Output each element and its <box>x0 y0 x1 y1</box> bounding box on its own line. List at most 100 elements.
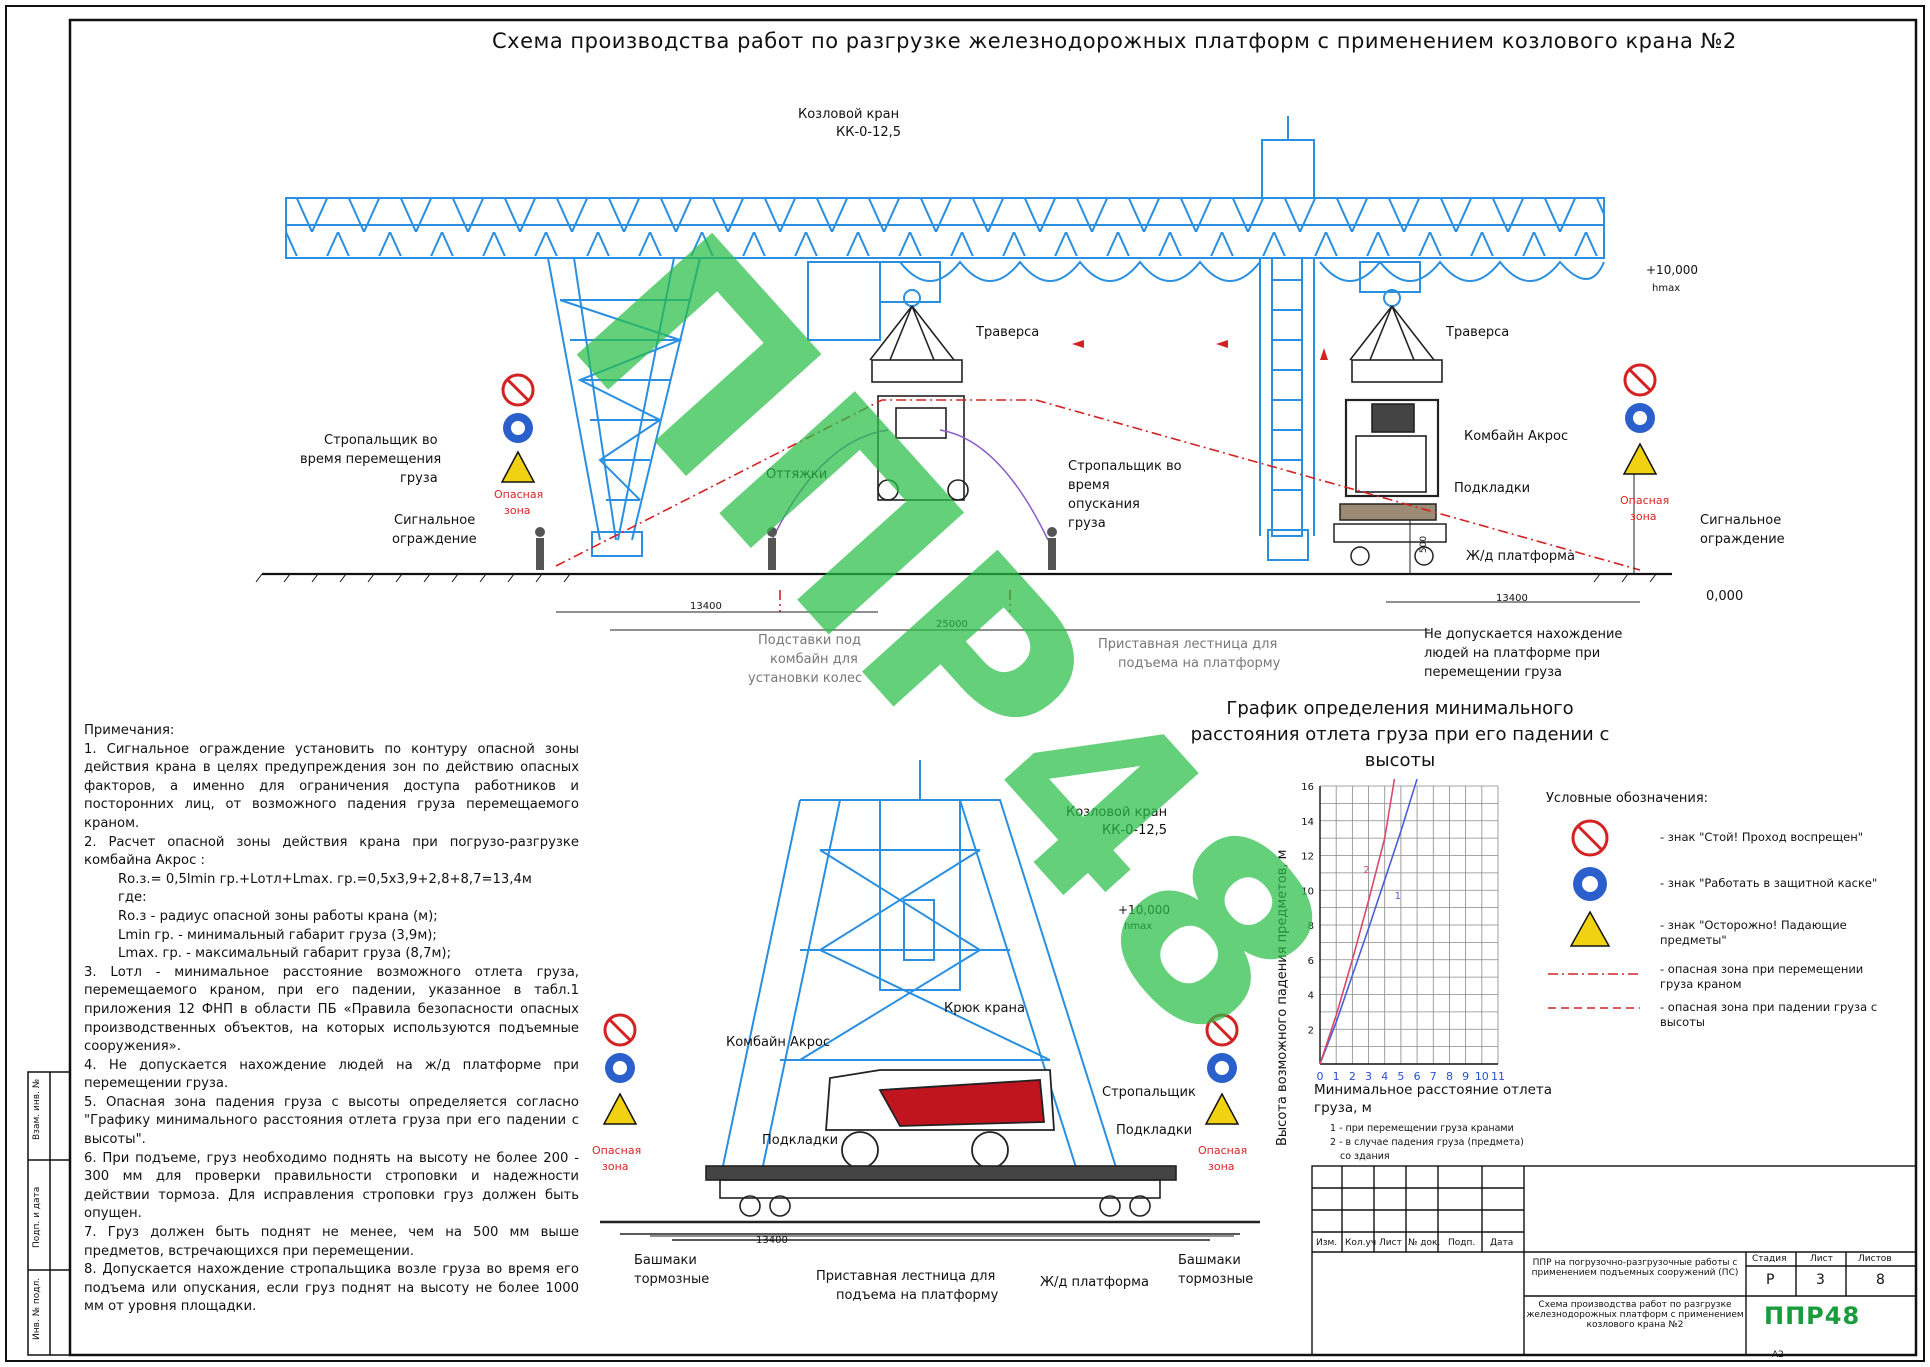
series-label-2: 2 <box>1363 865 1369 876</box>
series-label-1: 1 <box>1395 891 1401 902</box>
series-line-2 <box>1319 778 1396 1065</box>
side-label-1: Взам. инв. № <box>32 1078 42 1140</box>
danger-zone-bl-1: Опасная <box>592 1144 642 1157</box>
shoes-right-2: тормозные <box>1178 1272 1254 1287</box>
signs-bottom-right <box>1204 1013 1240 1125</box>
workers-top <box>535 527 1057 570</box>
combine-left-top <box>869 305 969 501</box>
legend-item-3: - знак "Осторожно! Падающие предметы" <box>1660 918 1847 947</box>
sheet-title: Схема производства работ по разгрузке же… <box>492 29 1737 53</box>
side-label-3: Инв. № подл. <box>32 1277 42 1340</box>
y-tick-label: 16 <box>1301 782 1314 793</box>
podkladki-bottom-right: Подкладки <box>1116 1123 1193 1138</box>
danger-zone-tr-2: зона <box>1630 510 1657 523</box>
legend-item-5: - опасная зона при падении груза с высот… <box>1660 1000 1878 1029</box>
title-block-grid <box>1311 1165 1917 1356</box>
elev-top: +10,000 <box>1646 263 1699 277</box>
ottyazhki-label: Оттяжки <box>766 467 828 482</box>
crane-label-1: Козловой кран <box>798 107 900 122</box>
slinger-lowering-2: время <box>1068 478 1110 493</box>
note-7: 7. Груз должен быть поднят не менее, чем… <box>84 1225 579 1259</box>
crane-label-2: КК-0-12,5 <box>836 125 902 140</box>
hook-label: Крюк крана <box>944 1001 1025 1016</box>
legend-item-4: - опасная зона при перемещении груза кра… <box>1660 962 1864 991</box>
notes-block: Примечания: 1. Сигнальное ограждение уст… <box>84 722 579 1317</box>
dim-500: 500 <box>1419 535 1430 554</box>
note-3: 3. Lотл - минимальное расстояние возможн… <box>84 964 579 1055</box>
x-tick-label: 6 <box>1414 1070 1421 1083</box>
danger-zone-lines-top <box>555 399 1641 612</box>
notes-heading: Примечания: <box>84 723 175 738</box>
tb-project: ППР на погрузочно-разгрузочные работы с … <box>1531 1258 1739 1278</box>
slinger-moving-3: груза <box>400 471 438 486</box>
x-tick-label: 2 <box>1349 1070 1356 1083</box>
note-1: 1. Сигнальное ограждение установить по к… <box>84 741 579 831</box>
graph-xlabel-2: груза, м <box>1314 1100 1372 1116</box>
x-tick-label: 0 <box>1317 1070 1324 1083</box>
signs-bottom-left <box>602 1013 638 1125</box>
hmax-top: hmax <box>1652 283 1681 294</box>
formula-1: Rо.з.= 0,5lmin гр.+Lотл+Lmax. гр.=0,5х3,… <box>118 871 532 887</box>
graph-xlabel-1: Минимальное расстояние отлета <box>1314 1082 1553 1098</box>
tb-format: А2 <box>1772 1350 1784 1360</box>
tb-sheets-h: Листов <box>1858 1254 1892 1264</box>
formula-4: Lmin гр. - минимальный габарит груза (3,… <box>118 927 437 943</box>
y-tick-label: 12 <box>1301 852 1314 863</box>
platform-right-label: Ж/д платформа <box>1466 549 1575 564</box>
note-4: 4. Не допускается нахождение людей на ж/… <box>84 1057 579 1092</box>
elev-bottom: +10,000 <box>1118 903 1171 917</box>
shoes-left-1: Башмаки <box>634 1253 697 1268</box>
tb-col-4: № док. <box>1408 1238 1441 1248</box>
tb-stage-h: Стадия <box>1752 1254 1787 1264</box>
x-tick-label: 4 <box>1381 1070 1388 1083</box>
dim-13400-right: 13400 <box>1496 593 1528 604</box>
ladder-bottom-1: Приставная лестница для <box>816 1269 996 1284</box>
x-tick-label: 9 <box>1462 1070 1469 1083</box>
direction-arrows <box>1072 340 1328 360</box>
signal-fence-right-2: ограждение <box>1700 532 1785 547</box>
x-tick-label: 8 <box>1446 1070 1453 1083</box>
danger-zone-tl-1: Опасная <box>494 488 544 501</box>
graph-note-3: со здания <box>1340 1151 1390 1162</box>
shoes-left-2: тормозные <box>634 1272 710 1287</box>
ppr48-logo: ППР48 <box>1764 1302 1861 1330</box>
danger-zone-br-1: Опасная <box>1198 1144 1248 1157</box>
platform-bottom: Ж/д платформа <box>1040 1275 1149 1290</box>
stands-label-3: установки колес <box>748 671 863 686</box>
x-tick-label: 10 <box>1475 1070 1489 1083</box>
elev-zero: 0,000 <box>1706 589 1744 604</box>
tb-col-6: Дата <box>1490 1238 1514 1248</box>
crane-bottom-2: КК-0-12,5 <box>1102 823 1168 838</box>
combine-right-top <box>1344 305 1443 498</box>
gantry-crane-top <box>285 116 1605 561</box>
legend-heading: Условные обозначения: <box>1546 791 1709 806</box>
ladder-bottom-2: подъема на платформу <box>836 1288 999 1303</box>
series-line-1 <box>1319 778 1418 1065</box>
combine-bottom <box>825 1069 1055 1169</box>
dim-bottom: 13400 <box>756 1235 788 1246</box>
signal-fence-right-1: Сигнальное <box>1700 513 1782 528</box>
danger-zone-bl-2: зона <box>602 1160 629 1173</box>
slinger-lowering-1: Стропальщик во <box>1068 459 1182 474</box>
outer-frame <box>5 5 1925 1362</box>
y-tick-label: 2 <box>1308 1025 1314 1036</box>
dim-lines-top <box>556 470 1640 631</box>
tb-sheets: 8 <box>1876 1272 1885 1288</box>
tb-col-3: Лист <box>1379 1238 1402 1248</box>
side-label-2: Подп. и дата <box>32 1186 42 1248</box>
note-8: 8. Допускается нахождение стропальщика в… <box>84 1262 579 1315</box>
graph-ylabel: Высота возможного падения предметов, м <box>1275 849 1290 1146</box>
podkladki-right-label: Подкладки <box>1454 481 1531 496</box>
ladder-label-2: подъема на платформу <box>1118 656 1281 671</box>
traverse-right-label: Траверса <box>1446 325 1510 340</box>
tb-sheet: 3 <box>1816 1272 1825 1288</box>
stands-label-2: комбайн для <box>770 652 858 667</box>
podkladki-bottom-left: Подкладки <box>762 1133 839 1148</box>
formula-2: где: <box>118 890 147 906</box>
dim-25000: 25000 <box>936 619 968 630</box>
formula-3: Rо.з - радиус опасной зоны работы крана … <box>118 908 438 924</box>
dim-13400-left: 13400 <box>690 601 722 612</box>
signal-fence-left-2: ограждение <box>392 532 477 547</box>
